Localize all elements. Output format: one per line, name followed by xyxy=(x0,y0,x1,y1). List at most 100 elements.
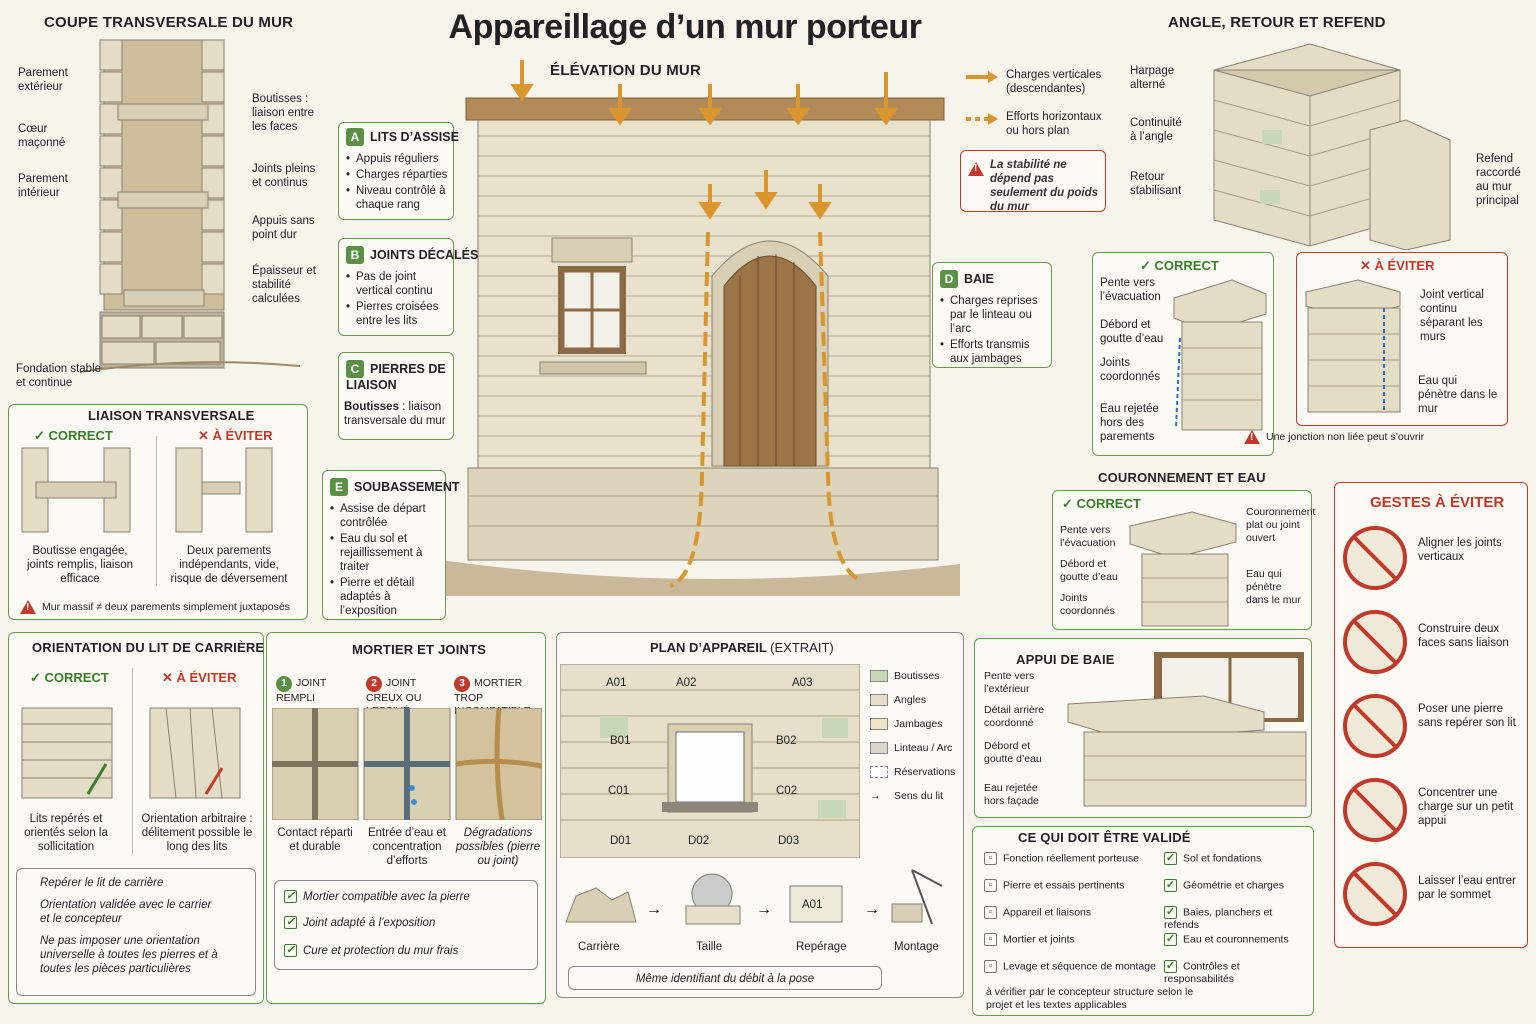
badge-C: C xyxy=(346,360,364,378)
callout-D-item: Charges reprises par le linteau ou l’arc xyxy=(940,294,1050,336)
check-icon: ✓ xyxy=(1164,852,1177,865)
couronnement-left-2: Débord et goutte d’eau xyxy=(1060,558,1118,583)
validation-icon: ▫ xyxy=(984,879,997,892)
orientation-note-2: Orientation validée avec le carrier et l… xyxy=(40,899,212,925)
badge-B: B xyxy=(346,246,364,264)
mortier-num-2: 2 xyxy=(366,676,382,692)
valider-text: Levage et séquence de montage xyxy=(1003,960,1156,973)
valider-left-item: ▫ Levage et séquence de montage xyxy=(984,960,1164,987)
angle-label-4: Refend raccordé au mur principal xyxy=(1476,153,1521,207)
callout-A-item: Appuis réguliers xyxy=(346,152,450,166)
warning-icon xyxy=(20,600,36,614)
couronnement-right-2: Eau qui pénètre dans le mur xyxy=(1246,568,1301,606)
valider-footer: à vérifier par le concepteur structure s… xyxy=(986,986,1194,1011)
legend-text: Angles xyxy=(894,694,927,706)
forbidden-icon xyxy=(1343,526,1407,926)
mortier-images xyxy=(272,708,542,820)
validation-icon: ▫ xyxy=(984,960,997,973)
liaison-ok-drawing xyxy=(21,447,131,533)
callout-C-rest: : liaison transversale du mur xyxy=(344,401,446,427)
mortier-check-text-3: Cure et protection du mur frais xyxy=(303,945,459,957)
liaison-ko-drawing xyxy=(175,447,273,533)
valider-left-item: ▫Appareil et liaisons xyxy=(984,906,1164,933)
mortier-num-1: 1 xyxy=(276,676,292,692)
angle-label-3: Retour stabilisant xyxy=(1130,171,1182,197)
plan-footer-box xyxy=(568,966,882,990)
plan-code-C02: C02 xyxy=(776,785,798,797)
couronnement-left-1: Pente vers l’évacuation xyxy=(1060,524,1116,549)
mortier-check-text-2: Joint adapté à l’exposition xyxy=(303,917,436,929)
geste-3: Poser une pierre sans repérer son lit xyxy=(1418,703,1516,729)
mortier-title: MORTIER ET JOINTS xyxy=(352,642,487,657)
callout-B-item: Pierres croisées entre les lits xyxy=(346,300,450,328)
badge-A: A xyxy=(346,128,364,146)
stability-warning-box xyxy=(960,150,1106,212)
coupe-stones xyxy=(99,39,225,307)
callout-D-list: Charges reprises par le linteau ou l’arc… xyxy=(940,292,1050,366)
corner-ok-2: Débord et goutte d’eau xyxy=(1100,319,1164,345)
plan-step-1: Carrière xyxy=(578,941,620,953)
callout-A-title: A LITS D’ASSISE xyxy=(346,128,459,146)
appui-label-2: Détail arrière coordonné xyxy=(984,704,1045,729)
svg-text:→: → xyxy=(646,901,662,918)
elevation-drawing xyxy=(440,60,960,596)
coupe-right-1: Boutisses : liaison entre les faces xyxy=(252,93,315,133)
liaison-ok-caption: Boutisse engagée, joints remplis, liaiso… xyxy=(26,545,134,585)
callout-A-item: Niveau contrôlé à chaque rang xyxy=(346,184,450,212)
legend-text: Linteau / Arc xyxy=(894,742,953,754)
plan-code-A02: A02 xyxy=(676,677,697,689)
gestes-title: GESTES À ÉVITER xyxy=(1370,494,1505,511)
plan-step-code: A01 xyxy=(802,899,823,911)
appui-label-3: Débord et goutte d’eau xyxy=(984,740,1042,765)
mortier-check-3: ✓Cure et protection du mur frais xyxy=(284,944,458,958)
orientation-note-3: Ne pas imposer une orientation universel… xyxy=(40,935,218,975)
coupe-left-4: Fondation stable et continue xyxy=(16,363,102,389)
valider-left-item: ▫Mortier et joints xyxy=(984,933,1164,960)
valider-right-list: ✓Sol et fondations ✓Géométrie et charges… xyxy=(1164,852,1310,987)
callout-A-title-text: LITS D’ASSISE xyxy=(370,130,459,144)
corner-ok-drawing xyxy=(1173,279,1267,431)
orientation-ok-caption: Lits repérés et orientés selon la sollic… xyxy=(24,813,108,853)
valider-text: Sol et fondations xyxy=(1183,852,1262,865)
angle-drawing xyxy=(1213,43,1451,250)
valider-right-item: ✓Contrôles et responsabilités xyxy=(1164,960,1310,987)
plan-code-B02: B02 xyxy=(776,735,797,747)
plan-title-text: PLAN D’APPAREIL xyxy=(650,640,767,655)
valider-right-item: ✓Eau et couronnements xyxy=(1164,933,1310,960)
plan-code-B01: B01 xyxy=(610,735,631,747)
mortier-cap-2: Entrée d’eau et concentration d’efforts xyxy=(367,827,446,867)
angle-label-1: Harpage alterné xyxy=(1130,65,1175,91)
geste-1: Aligner les joints verticaux xyxy=(1418,537,1502,563)
mortier-num-3: 3 xyxy=(454,676,470,692)
liaison-ko-label: ✕ À ÉVITER xyxy=(198,428,273,443)
callout-E-item: Pierre et détail adaptés à l’exposition xyxy=(330,576,442,618)
legend-item-angles: Angles xyxy=(870,694,962,718)
plan-step-4: Montage xyxy=(894,941,939,953)
appui-label-1: Pente vers l’extérieur xyxy=(984,670,1035,695)
callout-B-title-text: JOINTS DÉCALÉS xyxy=(370,248,479,262)
callout-E-list: Assise de départ contrôlée Eau du sol et… xyxy=(330,500,442,618)
plan-title: PLAN D’APPAREIL (EXTRAIT) xyxy=(650,640,834,655)
plan-code-C01: C01 xyxy=(608,785,630,797)
check-icon: ✓ xyxy=(284,890,297,904)
check-icon: ✓ xyxy=(284,916,297,930)
warning-icon xyxy=(968,161,984,176)
callout-B-item: Pas de joint vertical continu xyxy=(346,270,450,298)
plan-code-D02: D02 xyxy=(688,835,710,847)
validation-icon: ▫ xyxy=(984,852,997,865)
check-icon: ✓ xyxy=(1164,960,1177,973)
elevation-title: ÉLÉVATION DU MUR xyxy=(550,62,701,79)
corner-ko-label: ✕ À ÉVITER xyxy=(1360,258,1435,273)
legend-item-boutisses: Boutisses xyxy=(870,670,962,694)
legend-text: Sens du lit xyxy=(894,790,944,802)
liaison-ok-label: ✓ CORRECT xyxy=(34,428,113,443)
corner-ko-1: Joint vertical continu séparant les murs xyxy=(1420,289,1484,343)
orientation-divider xyxy=(132,668,133,854)
callout-E-item: Eau du sol et rejaillissement à traiter xyxy=(330,532,442,574)
valider-title: CE QUI DOIT ÊTRE VALIDÉ xyxy=(1018,830,1191,845)
plan-subtitle: (EXTRAIT) xyxy=(770,640,834,655)
arrow-right-icon: → xyxy=(870,790,881,802)
plan-step-3: Repérage xyxy=(796,941,847,953)
